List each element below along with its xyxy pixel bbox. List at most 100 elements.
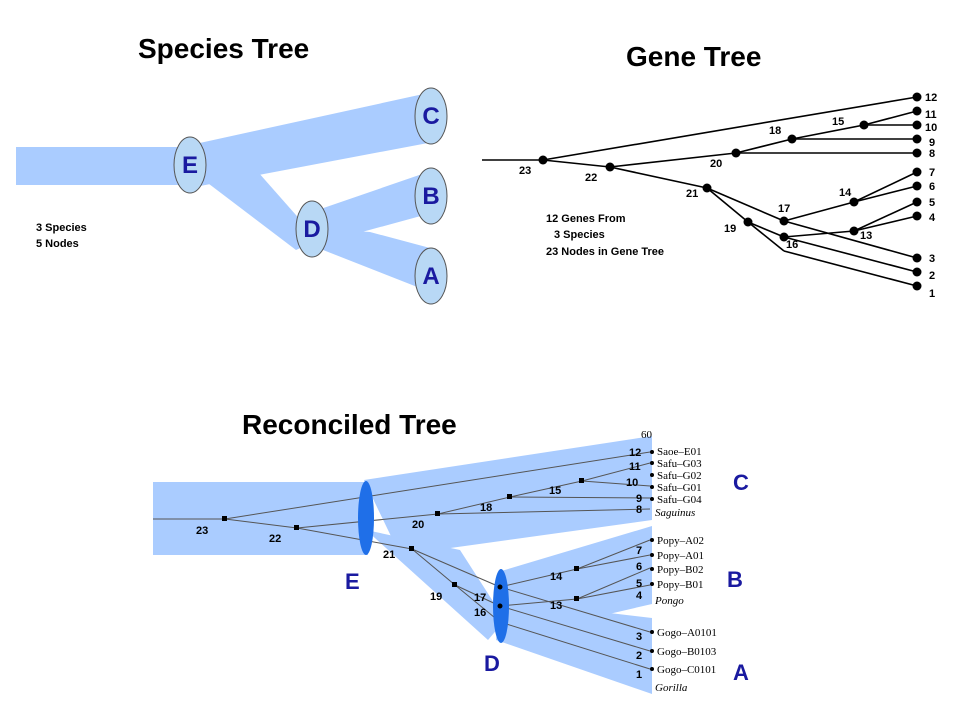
gene-tree-edges: [482, 96, 918, 287]
species-branch-ed: [188, 168, 318, 250]
svg-text:4: 4: [636, 590, 643, 602]
svg-text:18: 18: [769, 125, 781, 137]
reconciled-tree-branches: [153, 436, 652, 694]
svg-text:12: 12: [925, 92, 937, 104]
reconciled-tree-title: Reconciled Tree: [242, 409, 457, 440]
svg-text:Safu–G02: Safu–G02: [657, 470, 702, 482]
species-root-branch: [16, 147, 192, 185]
reconciled-branch-ed: [366, 530, 505, 640]
reconciled-tree: Reconciled Tree: [153, 409, 749, 694]
svg-text:15: 15: [832, 116, 844, 128]
svg-text:17: 17: [474, 592, 486, 604]
svg-text:13: 13: [860, 230, 872, 242]
reconciled-internal-labels: 23 22 21 20 19 18 17 16 15 14 13: [196, 485, 563, 619]
svg-text:14: 14: [550, 571, 563, 583]
svg-text:1: 1: [636, 669, 642, 681]
reconciled-tree-edges: [153, 451, 651, 670]
svg-text:8: 8: [929, 148, 935, 160]
svg-text:13: 13: [550, 600, 562, 612]
svg-text:22: 22: [269, 533, 281, 545]
svg-text:7: 7: [636, 545, 642, 557]
svg-text:4: 4: [929, 212, 936, 224]
gene-names-b: Popy–A02 Popy–A01 Popy–B02 Popy–B01 Pong…: [654, 535, 704, 607]
species-node-b: B: [414, 167, 448, 225]
species-info-line2: 5 Nodes: [36, 238, 79, 250]
svg-text:Pongo: Pongo: [654, 595, 684, 607]
reconciled-label-e: E: [345, 569, 360, 594]
svg-text:6: 6: [929, 181, 935, 193]
gene-tree: Gene Tree: [482, 41, 937, 300]
svg-text:B: B: [422, 183, 439, 210]
species-node-a: A: [414, 247, 448, 305]
scale-label: 60: [641, 429, 653, 441]
svg-text:Gorilla: Gorilla: [655, 682, 688, 694]
svg-text:20: 20: [412, 519, 424, 531]
reconciled-label-c: C: [733, 470, 749, 495]
reconciled-leaf-dots: [650, 450, 654, 671]
svg-text:15: 15: [549, 485, 561, 497]
svg-text:Popy–B02: Popy–B02: [657, 564, 703, 576]
svg-text:9: 9: [636, 493, 642, 505]
svg-text:10: 10: [626, 477, 638, 489]
gene-tree-dots: [538, 92, 922, 291]
svg-text:22: 22: [585, 172, 597, 184]
svg-text:E: E: [182, 152, 198, 179]
svg-text:8: 8: [636, 504, 642, 516]
gene-tree-internal-labels: 23 22 21 20 19 18 17 16 15 14 13: [519, 116, 872, 251]
svg-text:Gogo–B0103: Gogo–B0103: [657, 646, 717, 658]
svg-text:Gogo–A0101: Gogo–A0101: [657, 627, 717, 639]
reconciled-label-b: B: [727, 567, 743, 592]
gene-info-line2: 3 Species: [554, 229, 605, 241]
svg-text:11: 11: [925, 109, 937, 121]
svg-text:2: 2: [636, 650, 642, 662]
svg-text:6: 6: [636, 561, 642, 573]
species-ellipse-e: [358, 481, 374, 555]
species-node-e: E: [173, 136, 207, 194]
species-branch-a: [314, 228, 430, 292]
svg-text:Popy–A01: Popy–A01: [657, 550, 704, 562]
svg-text:16: 16: [786, 239, 798, 251]
svg-text:Popy–A02: Popy–A02: [657, 535, 704, 547]
svg-text:20: 20: [710, 158, 722, 170]
svg-text:9: 9: [929, 137, 935, 149]
svg-text:Safu–G04: Safu–G04: [657, 494, 702, 506]
svg-text:17: 17: [778, 203, 790, 215]
svg-text:Saoe–E01: Saoe–E01: [657, 446, 702, 458]
reconciled-label-d: D: [484, 651, 500, 676]
svg-text:16: 16: [474, 607, 486, 619]
svg-text:23: 23: [196, 525, 208, 537]
svg-text:Safu–G01: Safu–G01: [657, 482, 702, 494]
svg-text:Saguinus: Saguinus: [655, 507, 695, 519]
svg-text:23: 23: [519, 165, 531, 177]
svg-text:14: 14: [839, 187, 852, 199]
species-tree: Species Tree C B A E D: [16, 33, 448, 305]
svg-text:18: 18: [480, 502, 492, 514]
svg-text:D: D: [303, 216, 320, 243]
svg-text:Gogo–C0101: Gogo–C0101: [657, 664, 716, 676]
svg-text:A: A: [422, 263, 439, 290]
svg-text:5: 5: [929, 197, 935, 209]
gene-info-line3: 23 Nodes in Gene Tree: [546, 246, 664, 258]
gene-names-c: Saoe–E01 Safu–G03 Safu–G02 Safu–G01 Safu…: [655, 446, 702, 519]
svg-text:Popy–B01: Popy–B01: [657, 579, 703, 591]
species-node-d: D: [295, 200, 329, 258]
svg-text:11: 11: [629, 461, 641, 473]
svg-text:21: 21: [686, 188, 698, 200]
species-info-line1: 3 Species: [36, 222, 87, 234]
gene-names-a: Gogo–A0101 Gogo–B0103 Gogo–C0101 Gorilla: [655, 627, 717, 694]
svg-text:19: 19: [724, 223, 736, 235]
svg-text:19: 19: [430, 591, 442, 603]
svg-text:Safu–G03: Safu–G03: [657, 458, 702, 470]
svg-text:10: 10: [925, 122, 937, 134]
svg-text:1: 1: [929, 288, 935, 300]
species-node-c: C: [414, 87, 448, 145]
svg-text:12: 12: [629, 447, 641, 459]
reconciled-branch-a: [496, 600, 652, 694]
svg-text:3: 3: [636, 631, 642, 643]
reconciled-tree-nodes: [222, 478, 584, 601]
gene-tree-leaf-labels: 12 11 10 9 8 7 6 5 4 3 2 1: [925, 92, 937, 300]
reconciled-label-a: A: [733, 660, 749, 685]
gene-info-line1: 12 Genes From: [546, 213, 626, 225]
svg-text:C: C: [422, 103, 439, 130]
